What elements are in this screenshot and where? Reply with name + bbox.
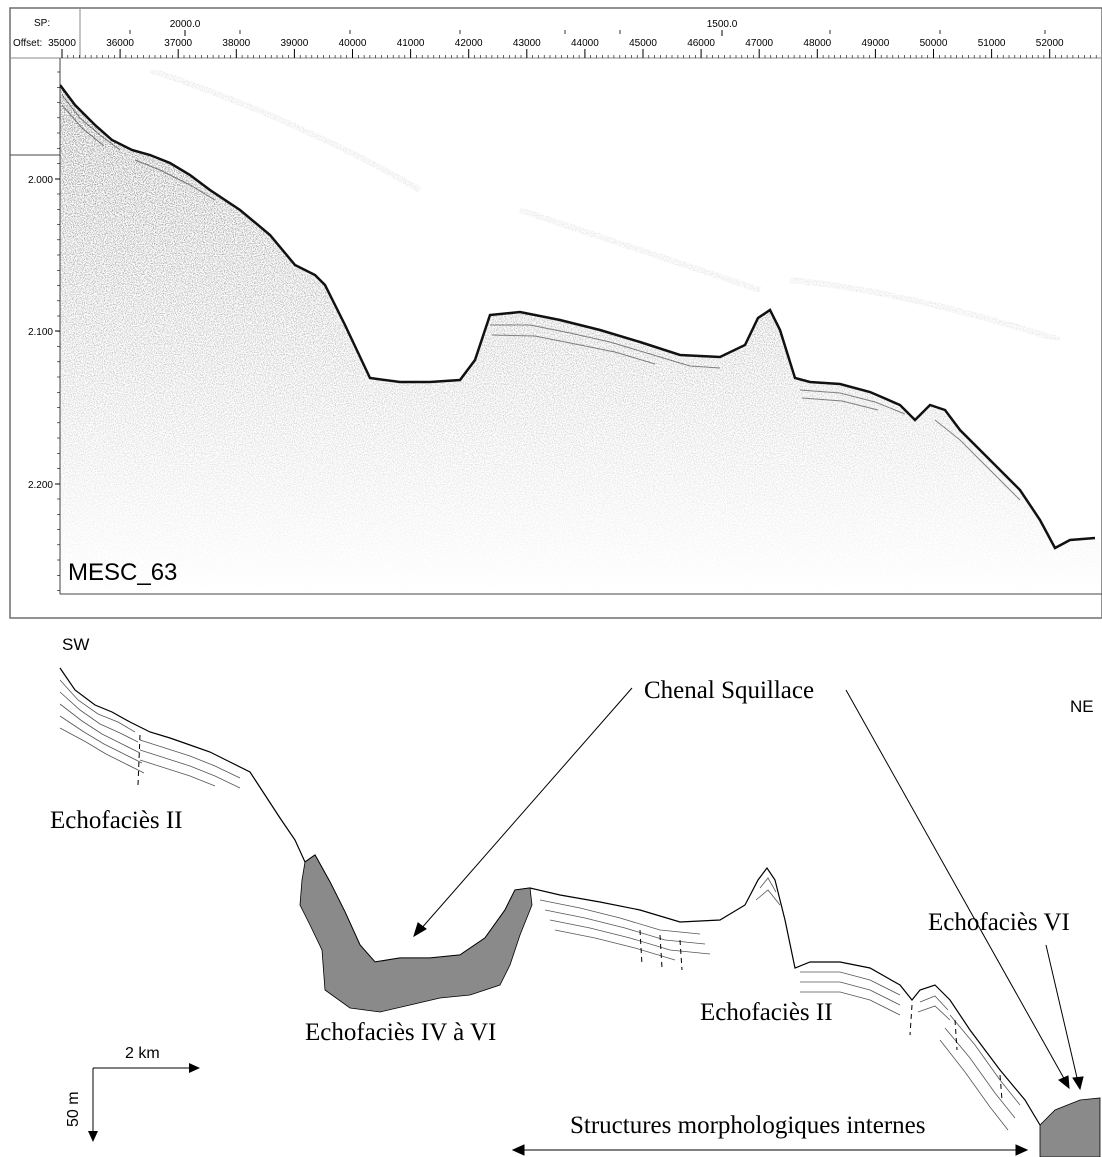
offset-tick-label: 45000 bbox=[629, 38, 657, 49]
seabed-reflector bbox=[60, 84, 1096, 550]
sp-tick-label: 2000.0 bbox=[170, 19, 201, 30]
scale-horizontal-label: 2 km bbox=[125, 1045, 160, 1062]
offset-label: Offset: bbox=[13, 38, 42, 49]
label-echofacies-ii-left: Echofaciès II bbox=[50, 807, 183, 834]
sp-tick-label: 1500.0 bbox=[707, 19, 738, 30]
offset-tick-label: 49000 bbox=[861, 38, 889, 49]
sp-axis: 2000.0 1500.0 bbox=[129, 19, 1046, 36]
label-structures: Structures morphologiques internes bbox=[570, 1112, 926, 1139]
offset-tick-label: 47000 bbox=[745, 38, 773, 49]
scale-vertical-label: 50 m bbox=[65, 1091, 82, 1127]
grey-wedge-ne bbox=[1039, 1097, 1101, 1157]
offset-tick-label: 39000 bbox=[280, 38, 308, 49]
label-chenal-squillace: Chenal Squillace bbox=[644, 677, 814, 704]
offset-tick-label: 42000 bbox=[455, 38, 483, 49]
offset-tick-label: 35000 bbox=[48, 38, 76, 49]
interpreted-seabed bbox=[59, 667, 1041, 1126]
profile-name: MESC_63 bbox=[68, 559, 177, 586]
seismic-profile-panel: SP: Offset: 2000.0 1500.0 35000 36000 37000… bbox=[9, 7, 1102, 619]
offset-tick-label: 51000 bbox=[978, 38, 1006, 49]
label-echofacies-iv-vi: Echofaciès IV à VI bbox=[305, 1019, 496, 1046]
channel-fill-grey bbox=[299, 854, 533, 1013]
offset-tick-label: 38000 bbox=[222, 38, 250, 49]
sp-label: SP: bbox=[34, 18, 50, 29]
dashed-faults bbox=[137, 734, 1003, 1101]
seabed-body bbox=[60, 85, 1100, 594]
offset-tick-label: 46000 bbox=[687, 38, 715, 49]
label-echofacies-ii-right: Echofaciès II bbox=[700, 999, 833, 1026]
orientation-sw: SW bbox=[62, 635, 89, 654]
time-tick-label: 2.200 bbox=[28, 480, 53, 491]
offset-tick-label: 52000 bbox=[1036, 38, 1064, 49]
time-tick-label: 2.100 bbox=[28, 327, 53, 338]
offset-tick-label: 43000 bbox=[513, 38, 541, 49]
offset-tick-label: 48000 bbox=[803, 38, 831, 49]
offset-tick-label: 37000 bbox=[164, 38, 192, 49]
scale-bar: 2 km 50 m bbox=[65, 1045, 200, 1142]
offset-tick-label: 44000 bbox=[571, 38, 599, 49]
time-axis: 2.000 2.100 2.200 bbox=[28, 71, 60, 591]
offset-tick-label: 41000 bbox=[397, 38, 425, 49]
offset-tick-label: 36000 bbox=[106, 38, 134, 49]
annotation-arrows bbox=[413, 687, 1084, 1156]
offset-tick-label: 40000 bbox=[339, 38, 367, 49]
time-tick-label: 2.000 bbox=[28, 175, 53, 186]
offset-tick-label: 50000 bbox=[920, 38, 948, 49]
interpretation-panel: SW NE bbox=[50, 635, 1101, 1157]
orientation-ne: NE bbox=[1070, 697, 1094, 716]
label-echofacies-vi: Echofaciès VI bbox=[928, 909, 1070, 936]
seismic-image bbox=[60, 67, 1100, 594]
offset-minor-ticks bbox=[61, 55, 1097, 58]
internal-reflectors bbox=[59, 679, 1021, 1131]
